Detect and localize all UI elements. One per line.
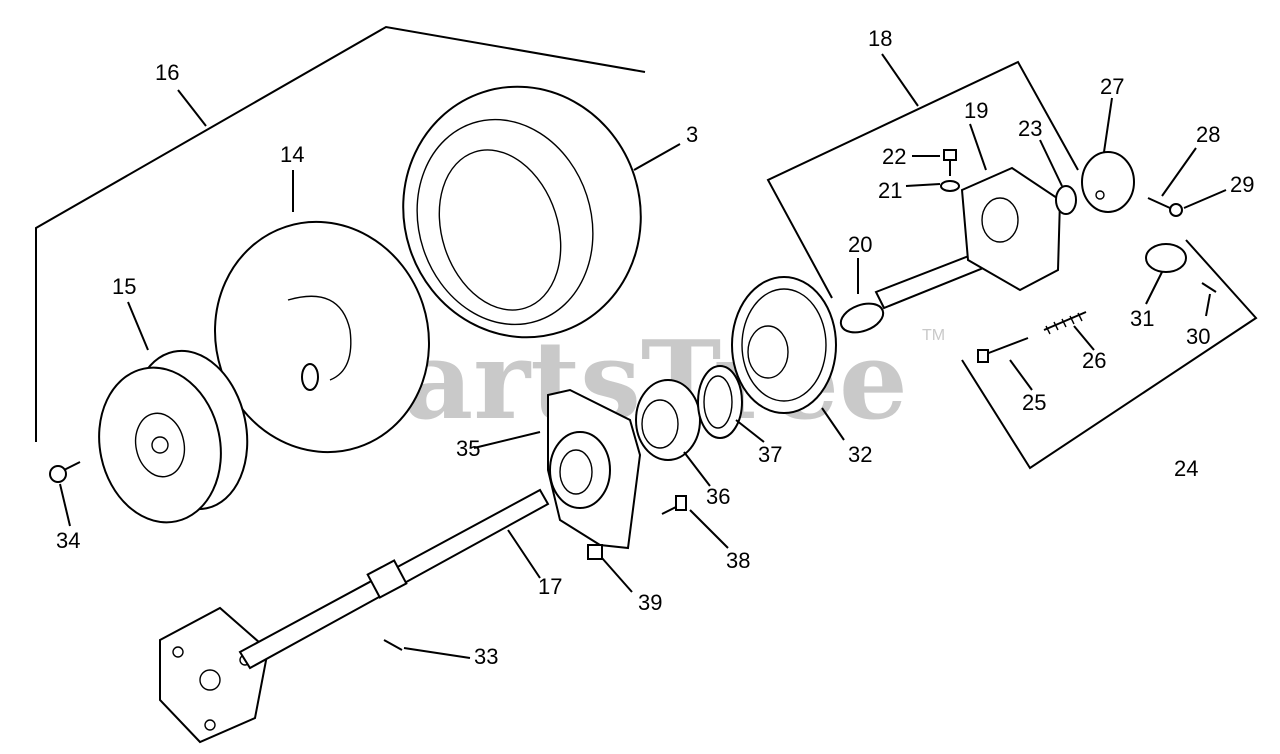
callout-22[interactable]: 22 [882,144,906,169]
callout-29[interactable]: 29 [1230,172,1254,197]
part-bolt-34[interactable] [49,461,81,483]
callout-34[interactable]: 34 [56,528,80,553]
callout-33[interactable]: 33 [474,644,498,669]
part-nut-39[interactable] [587,544,603,560]
part-nut-29[interactable] [1169,203,1183,217]
callout-39[interactable]: 39 [638,590,662,615]
part-bearing[interactable] [635,379,701,461]
leader-lines [59,53,1227,659]
callout-36[interactable]: 36 [706,484,730,509]
callout-25[interactable]: 25 [1022,390,1046,415]
callout-30[interactable]: 30 [1186,324,1210,349]
part-washer-21[interactable] [940,180,960,192]
bracket-18 [766,60,1079,299]
callout-35[interactable]: 35 [456,436,480,461]
callout-3[interactable]: 3 [686,122,698,147]
callout-16[interactable]: 16 [155,60,179,85]
bracket-16 [35,25,646,442]
part-bolt-28[interactable] [1147,197,1171,209]
part-bearing-plate[interactable] [547,388,642,550]
watermark-tm: TM [922,327,945,344]
callout-18[interactable]: 18 [868,26,892,51]
part-screw-22[interactable] [943,149,957,176]
callout-28[interactable]: 28 [1196,122,1220,147]
callout-23[interactable]: 23 [1018,116,1042,141]
callout-15[interactable]: 15 [112,274,136,299]
callout-31[interactable]: 31 [1130,306,1154,331]
callout-17[interactable]: 17 [538,574,562,599]
part-tire[interactable] [371,56,673,369]
callout-26[interactable]: 26 [1082,348,1106,373]
part-washer[interactable] [697,365,743,439]
part-spring-26[interactable] [1043,311,1087,335]
part-axle[interactable] [159,488,550,744]
callout-21[interactable]: 21 [878,178,902,203]
callout-14[interactable]: 14 [280,142,304,167]
part-bolt-38[interactable] [661,495,687,515]
part-hub-cap[interactable] [1081,151,1135,213]
callout-38[interactable]: 38 [726,548,750,573]
callout-32[interactable]: 32 [848,442,872,467]
part-roll-pin-33[interactable] [383,639,403,651]
callout-27[interactable]: 27 [1100,74,1124,99]
part-pin-30[interactable] [1201,282,1217,293]
part-spacer-23[interactable] [1055,185,1077,215]
part-bushing-31[interactable] [1145,243,1187,273]
callout-19[interactable]: 19 [964,98,988,123]
part-gear[interactable] [731,276,837,414]
bracket-24 [961,239,1258,470]
callout-37[interactable]: 37 [758,442,782,467]
part-spacer-20[interactable] [837,298,887,337]
part-inner-tube[interactable] [185,194,458,480]
part-wheel-rim[interactable] [85,340,261,534]
part-hub-shaft[interactable] [874,166,1062,310]
callout-20[interactable]: 20 [848,232,872,257]
callout-labels: 16 14 3 15 35 17 18 19 20 21 22 23 27 28… [56,26,1254,669]
part-pin-25[interactable] [977,337,1029,363]
callout-24[interactable]: 24 [1174,456,1198,481]
